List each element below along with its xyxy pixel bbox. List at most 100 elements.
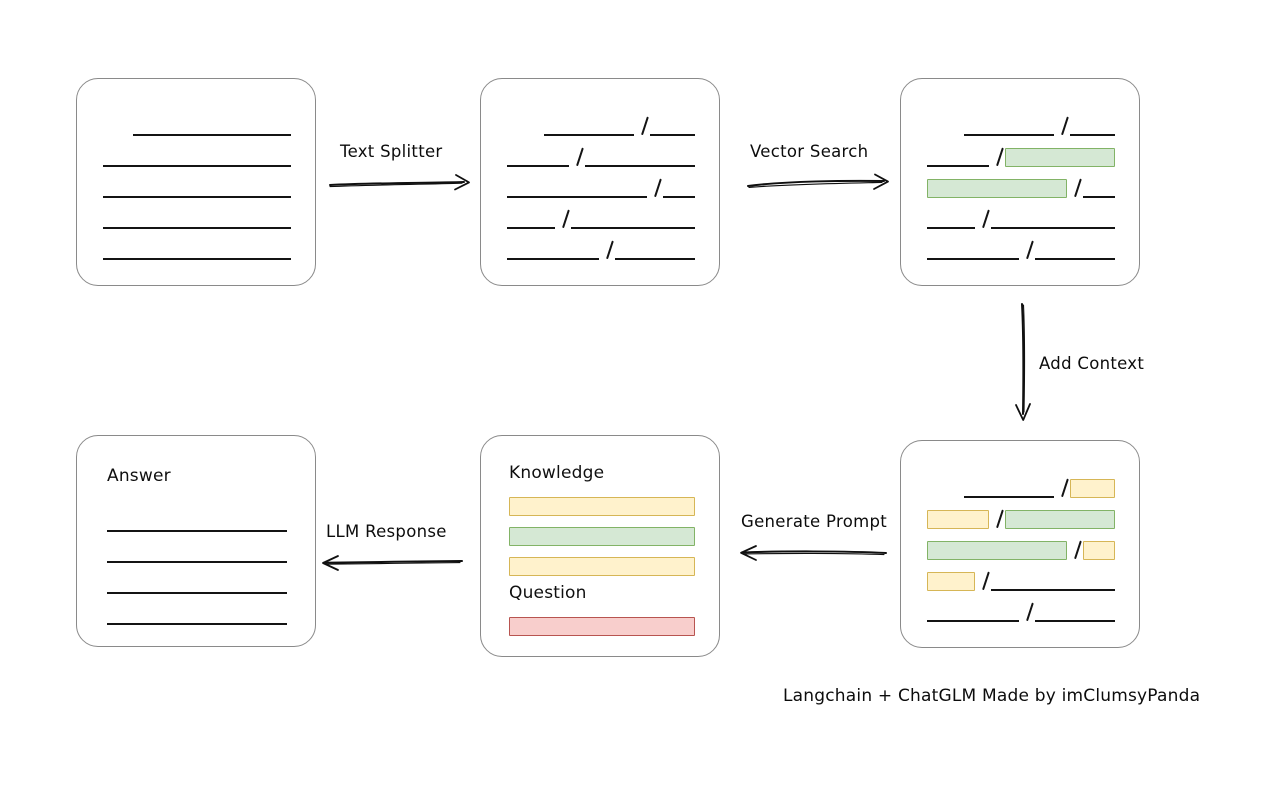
node-matched-chunks[interactable] bbox=[900, 78, 1140, 286]
slash-separator-icon bbox=[975, 560, 991, 591]
line-indent-spacer bbox=[927, 105, 964, 136]
line-segment bbox=[507, 167, 647, 198]
highlight-chip-yellow bbox=[927, 509, 989, 529]
line-segment bbox=[1070, 105, 1115, 136]
arrow-left-icon bbox=[740, 545, 887, 561]
line-segment bbox=[927, 136, 989, 167]
document-line bbox=[107, 594, 287, 625]
highlight-chip-green bbox=[927, 178, 1067, 198]
document-line bbox=[507, 229, 695, 260]
edge-text-splitter: Text Splitter bbox=[328, 142, 472, 194]
line-segment bbox=[663, 167, 695, 198]
document-line bbox=[927, 498, 1115, 529]
edge-label-vector-search: Vector Search bbox=[750, 142, 869, 161]
node-answer[interactable]: Answer bbox=[76, 435, 316, 647]
line-segment bbox=[615, 229, 695, 260]
line-segment bbox=[964, 105, 1054, 136]
line-indent-spacer bbox=[927, 467, 964, 498]
document-line bbox=[107, 532, 287, 563]
line-segment bbox=[991, 560, 1115, 591]
slash-separator-icon bbox=[634, 105, 650, 136]
line-segment bbox=[103, 198, 291, 229]
document-line bbox=[927, 167, 1115, 198]
line-segment bbox=[650, 105, 695, 136]
line-segment bbox=[927, 591, 1019, 622]
slash-separator-icon bbox=[555, 198, 571, 229]
prompt-bar-red bbox=[509, 617, 695, 636]
answer-label: Answer bbox=[107, 466, 171, 486]
arrow-left-icon bbox=[322, 555, 463, 571]
line-rows-answer bbox=[77, 436, 315, 646]
line-segment bbox=[571, 198, 695, 229]
line-segment bbox=[133, 105, 291, 136]
line-segment bbox=[507, 229, 599, 260]
highlight-chip-green bbox=[1005, 147, 1115, 167]
line-segment bbox=[107, 501, 287, 532]
document-line bbox=[107, 501, 287, 532]
slash-separator-icon bbox=[1067, 167, 1083, 198]
document-line bbox=[927, 467, 1115, 498]
line-segment bbox=[544, 105, 634, 136]
line-segment bbox=[964, 467, 1054, 498]
line-segment bbox=[1035, 591, 1115, 622]
document-line bbox=[103, 167, 291, 198]
highlight-chip-yellow bbox=[1083, 540, 1115, 560]
edge-label-text-splitter: Text Splitter bbox=[340, 142, 443, 161]
edge-llm-response: LLM Response bbox=[320, 522, 470, 574]
prompt-bar-yellow bbox=[509, 497, 695, 516]
slash-separator-icon bbox=[569, 136, 585, 167]
line-segment bbox=[107, 594, 287, 625]
prompt-bar-green bbox=[509, 527, 695, 546]
highlight-chip-green bbox=[927, 540, 1067, 560]
node-prompt[interactable]: Knowledge Question bbox=[480, 435, 720, 657]
prompt-bar-yellow bbox=[509, 557, 695, 576]
line-segment bbox=[103, 167, 291, 198]
line-rows-matched-chunks bbox=[901, 79, 1139, 285]
line-segment bbox=[103, 229, 291, 260]
arrow-down-icon bbox=[1015, 303, 1031, 421]
line-rows-split-chunks bbox=[481, 79, 719, 285]
highlight-chip-yellow bbox=[927, 571, 975, 591]
edge-label-llm-response: LLM Response bbox=[326, 522, 447, 541]
line-rows-context-chunks bbox=[901, 441, 1139, 647]
line-segment bbox=[107, 532, 287, 563]
arrow-right-icon bbox=[329, 174, 470, 191]
slash-separator-icon bbox=[975, 198, 991, 229]
document-line bbox=[103, 105, 291, 136]
line-indent-spacer bbox=[103, 105, 133, 136]
document-line bbox=[103, 198, 291, 229]
slash-separator-icon bbox=[1019, 591, 1035, 622]
footer-caption: Langchain + ChatGLM Made by imClumsyPand… bbox=[783, 686, 1201, 706]
slash-separator-icon bbox=[1054, 105, 1070, 136]
line-segment bbox=[107, 563, 287, 594]
document-line bbox=[107, 563, 287, 594]
highlight-chip-green bbox=[1005, 509, 1115, 529]
line-segment bbox=[1035, 229, 1115, 260]
document-line bbox=[507, 136, 695, 167]
line-segment bbox=[507, 136, 569, 167]
document-line bbox=[927, 105, 1115, 136]
line-segment bbox=[991, 198, 1115, 229]
node-context-chunks[interactable] bbox=[900, 440, 1140, 648]
document-line bbox=[927, 591, 1115, 622]
document-line bbox=[507, 198, 695, 229]
slash-separator-icon bbox=[989, 136, 1005, 167]
node-source-document[interactable] bbox=[76, 78, 316, 286]
document-line bbox=[927, 560, 1115, 591]
edge-vector-search: Vector Search bbox=[746, 142, 890, 194]
slash-separator-icon bbox=[599, 229, 615, 260]
arrow-right-icon bbox=[747, 173, 889, 190]
line-segment bbox=[927, 229, 1019, 260]
node-split-chunks[interactable] bbox=[480, 78, 720, 286]
document-line bbox=[927, 529, 1115, 560]
edge-label-generate-prompt: Generate Prompt bbox=[741, 512, 887, 531]
document-line bbox=[927, 136, 1115, 167]
slash-separator-icon bbox=[1067, 529, 1083, 560]
edge-label-add-context: Add Context bbox=[1039, 354, 1145, 373]
knowledge-label: Knowledge bbox=[509, 463, 605, 483]
document-line bbox=[103, 229, 291, 260]
highlight-chip-yellow bbox=[1070, 478, 1115, 498]
slash-separator-icon bbox=[1019, 229, 1035, 260]
slash-separator-icon bbox=[647, 167, 663, 198]
